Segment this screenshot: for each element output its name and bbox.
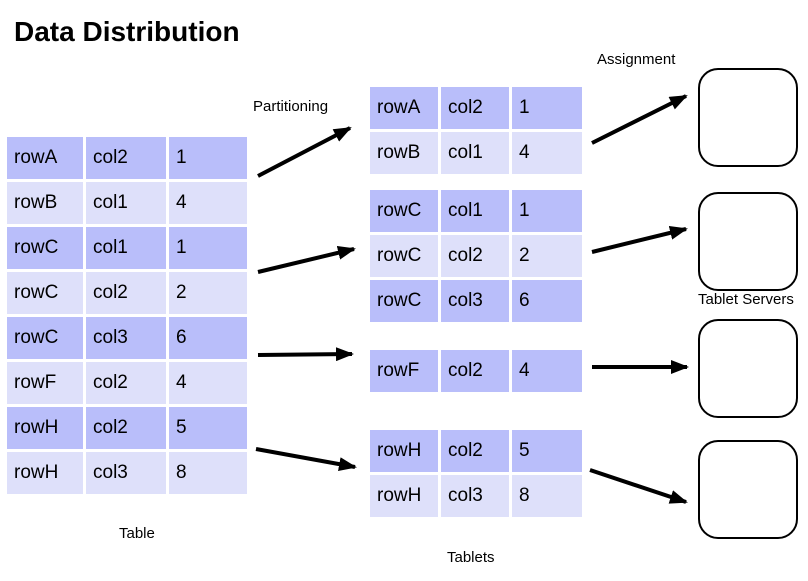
table-cell: col1 [86,227,166,269]
table-cell: rowC [370,235,438,277]
arrow-assignment-1 [591,94,688,145]
arrow-assignment-2 [591,226,688,254]
arrow-assignment-4 [589,468,688,504]
table-cell: 1 [512,190,582,232]
table-cell: 1 [512,87,582,129]
table-cell: rowH [7,407,83,449]
table-cell: rowC [7,317,83,359]
table-cell: col3 [86,317,166,359]
table-cell: 8 [512,475,582,517]
table-cell: col2 [86,137,166,179]
table-cell: col1 [441,190,509,232]
arrow-partition-1 [257,126,352,178]
table-cell: 4 [169,182,247,224]
tablet-server-box-3 [698,319,798,418]
table-cell: 4 [512,132,582,174]
table-cell: col3 [441,475,509,517]
table-cell: 6 [169,317,247,359]
partitioning-label: Partitioning [253,98,329,115]
table-cell: col2 [86,407,166,449]
tablet-servers-caption: Tablet Servers [698,291,794,308]
arrow-partition-3 [257,347,354,362]
table-cell: rowC [370,190,438,232]
table-cell: rowH [370,430,438,472]
table-cell: 4 [512,350,582,392]
table-cell: col2 [441,430,509,472]
table-cell: rowB [370,132,438,174]
table-caption: Table [119,525,155,542]
tablet-server-box-2 [698,192,798,291]
table-cell: 4 [169,362,247,404]
arrow-partition-4 [255,447,357,472]
table-cell: rowC [7,272,83,314]
table-cell: 1 [169,227,247,269]
table-cell: rowF [7,362,83,404]
tablets-caption: Tablets [447,549,495,566]
table-cell: rowH [7,452,83,494]
table-cell: col2 [441,350,509,392]
table-cell: 2 [169,272,247,314]
table-cell: col2 [86,272,166,314]
table-cell: 2 [512,235,582,277]
table-cell: rowA [7,137,83,179]
table-cell: 5 [512,430,582,472]
table-cell: col2 [441,235,509,277]
table-cell: rowB [7,182,83,224]
table-cell: col2 [86,362,166,404]
table-cell: rowA [370,87,438,129]
table-cell: col3 [441,280,509,322]
table-cell: col1 [86,182,166,224]
table-cell: rowH [370,475,438,517]
tablet-server-box-1 [698,68,798,167]
table-cell: 1 [169,137,247,179]
table-cell: rowF [370,350,438,392]
table-cell: rowC [370,280,438,322]
table-cell: 5 [169,407,247,449]
table-cell: 6 [512,280,582,322]
assignment-label: Assignment [597,51,676,68]
page-title: Data Distribution [14,16,240,47]
table-cell: 8 [169,452,247,494]
tablet-server-box-4 [698,440,798,539]
arrow-partition-2 [257,245,356,274]
table-cell: col1 [441,132,509,174]
table-cell: col2 [441,87,509,129]
table-cell: col3 [86,452,166,494]
table-cell: rowC [7,227,83,269]
